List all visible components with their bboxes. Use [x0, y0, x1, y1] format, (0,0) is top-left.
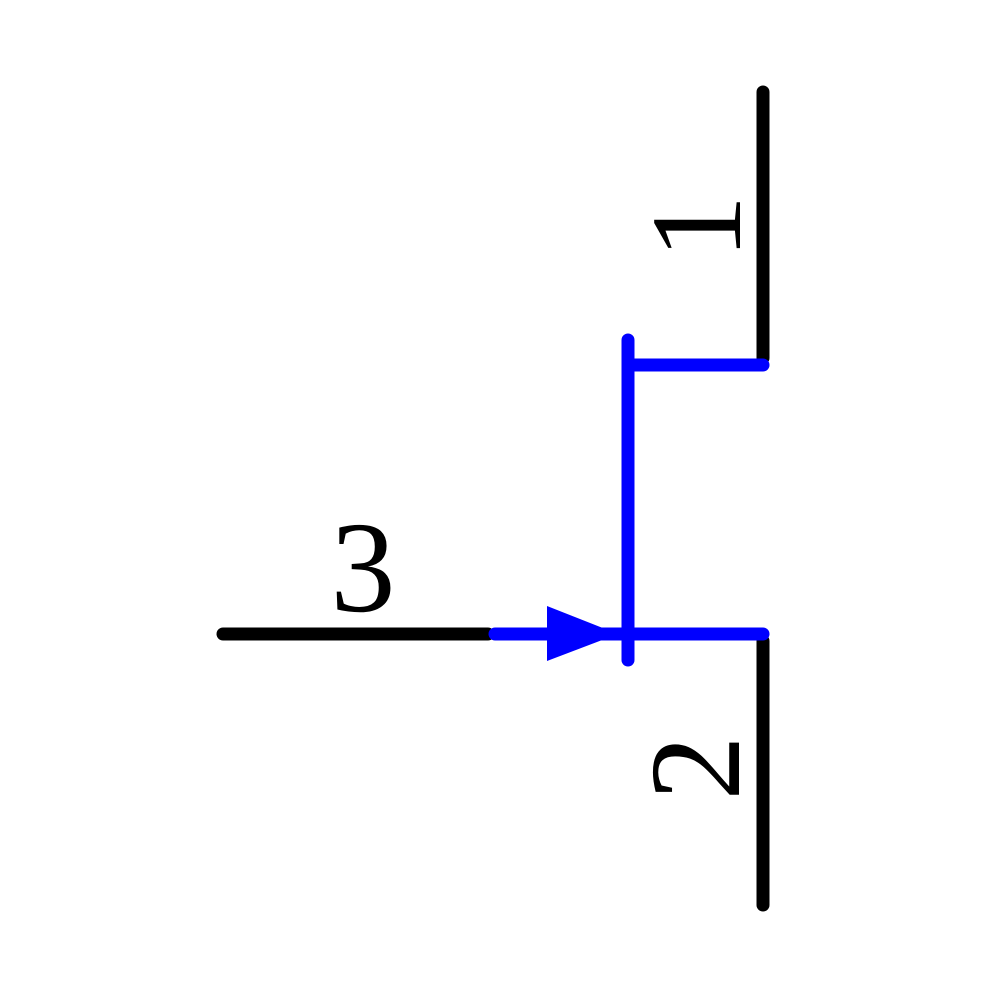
pin-3-label: 3	[331, 496, 396, 640]
gate-arrow-icon	[547, 606, 618, 661]
pin-2-label: 2	[624, 736, 768, 801]
pin-1-label: 1	[625, 195, 769, 260]
